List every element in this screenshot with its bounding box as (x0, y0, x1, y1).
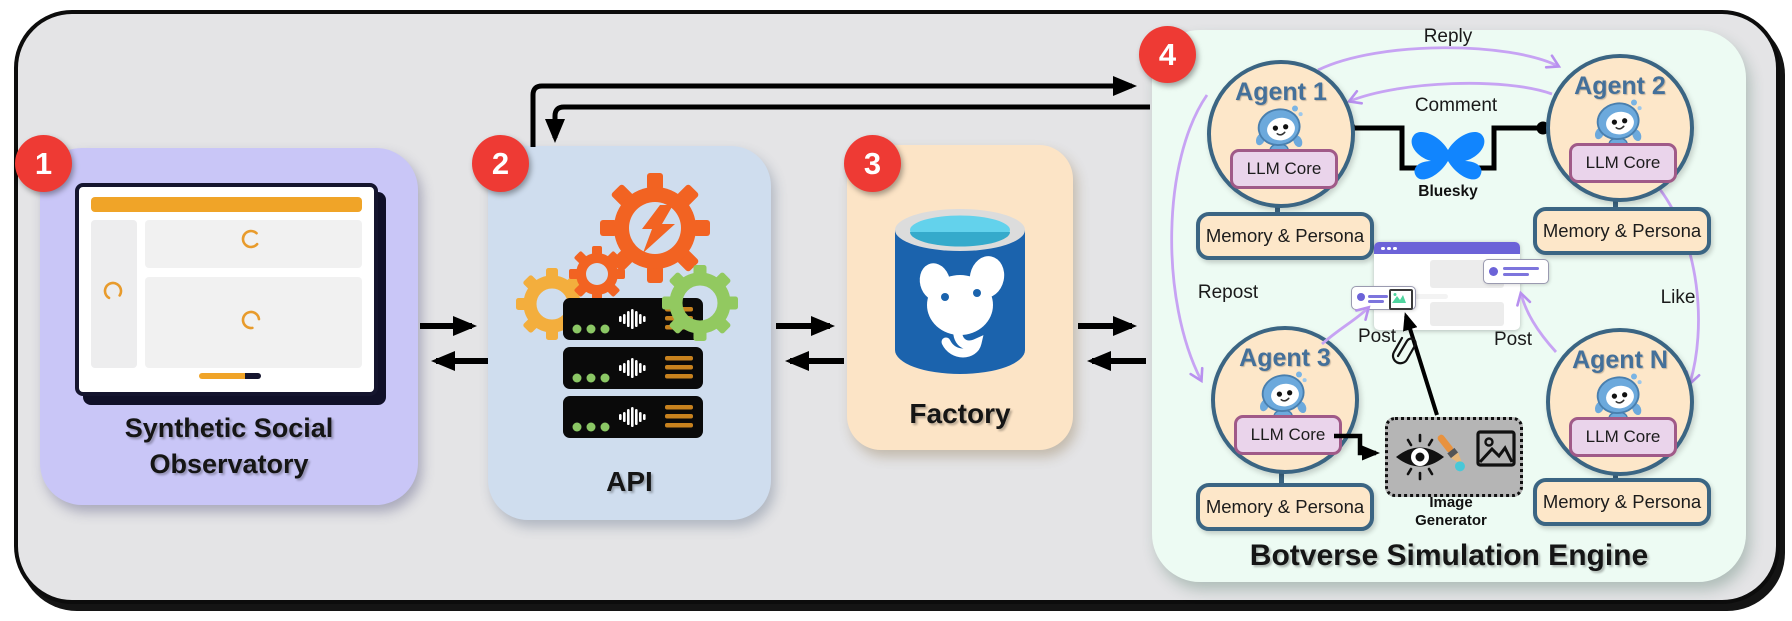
browser-dot (1387, 246, 1391, 250)
post-text-line (1503, 267, 1539, 270)
browser-dot (1393, 246, 1397, 250)
gear-green-icon (662, 265, 738, 341)
step-badge-4: 4 (1139, 26, 1196, 83)
image-generator-label: Image Generator (1391, 494, 1511, 529)
agent-n-llm-core: LLM Core (1569, 417, 1677, 457)
postgres-database-icon (895, 209, 1025, 374)
gear-lightning-icon (600, 173, 710, 283)
agent-n-name: Agent N (1572, 346, 1668, 374)
mockup-sidebar (91, 220, 137, 368)
step-badge-2: 2 (472, 135, 529, 192)
mockup-header-bar (91, 197, 362, 212)
browser-dot (1381, 246, 1385, 250)
post-card-left (1351, 286, 1416, 310)
image-icon (1476, 430, 1516, 467)
step-badge-1: 1 (15, 135, 72, 192)
agent-1-memory: Memory & Persona (1196, 212, 1374, 260)
agent-1-node: Agent 1 LLM Core (1207, 60, 1355, 208)
agent-n-node: Agent N LLM Core (1546, 328, 1694, 476)
agent-2-name: Agent 2 (1574, 72, 1666, 100)
paintbrush-icon (1437, 434, 1465, 472)
post-text-line (1368, 300, 1384, 303)
server-rack-icon (563, 298, 703, 438)
post-author-dot (1489, 267, 1498, 276)
image-generator-box (1385, 417, 1523, 497)
feed-placeholder-block (1430, 302, 1504, 326)
like-label: Like (1660, 287, 1696, 308)
post-label-left: Post (1357, 326, 1397, 347)
image-generator-label-line1: Image (1429, 494, 1473, 511)
agent-3-name: Agent 3 (1239, 344, 1331, 372)
post-label-right: Post (1493, 329, 1533, 350)
post-text-line (1503, 273, 1529, 276)
agent-3-memory: Memory & Persona (1196, 483, 1374, 531)
bluesky-label: Bluesky (1418, 183, 1478, 200)
observatory-title-line1: Synthetic Social (124, 413, 334, 443)
post-text-line (1368, 295, 1388, 298)
repost-label: Repost (1197, 282, 1259, 303)
gear-small-orange-icon (569, 246, 625, 302)
agent-1-name: Agent 1 (1235, 78, 1327, 106)
mockup-content-main (145, 277, 362, 368)
observatory-title-line2: Observatory (149, 449, 309, 480)
mockup-spinners (103, 229, 261, 330)
observatory-title: Synthetic Social Observatory (40, 410, 418, 483)
reply-label: Reply (1423, 26, 1473, 47)
agent-3-llm-core: LLM Core (1234, 415, 1342, 455)
observatory-screen-mockup (75, 183, 378, 396)
eye-icon (1396, 433, 1444, 481)
agent-2-llm-core: LLM Core (1569, 143, 1677, 183)
engine-title: Botverse Simulation Engine (1249, 539, 1649, 572)
browser-title-bar (1374, 242, 1520, 254)
api-title: API (606, 466, 653, 497)
agent-n-memory: Memory & Persona (1533, 478, 1711, 526)
step-badge-3: 3 (844, 135, 901, 192)
agent-2-memory: Memory & Persona (1533, 207, 1711, 255)
mockup-content-top (145, 220, 362, 268)
postgres-elephant (919, 256, 1005, 358)
api-graphic (516, 173, 738, 438)
comment-label: Comment (1414, 95, 1498, 116)
agent-3-node: Agent 3 LLM Core (1211, 326, 1359, 474)
mockup-progress-dark (245, 373, 261, 379)
post-image-thumbnail (1389, 289, 1413, 310)
feed-line-placeholder (1406, 294, 1448, 299)
post-author-dot (1357, 293, 1365, 301)
factory-title: Factory (909, 398, 1011, 429)
agent-1-llm-core: LLM Core (1230, 149, 1338, 189)
agent-2-node: Agent 2 LLM Core (1546, 54, 1694, 202)
mockup-progress-orange (199, 373, 245, 379)
image-generator-icons (1396, 430, 1516, 481)
post-card-right (1483, 259, 1549, 284)
image-generator-label-line2: Generator (1415, 511, 1487, 529)
